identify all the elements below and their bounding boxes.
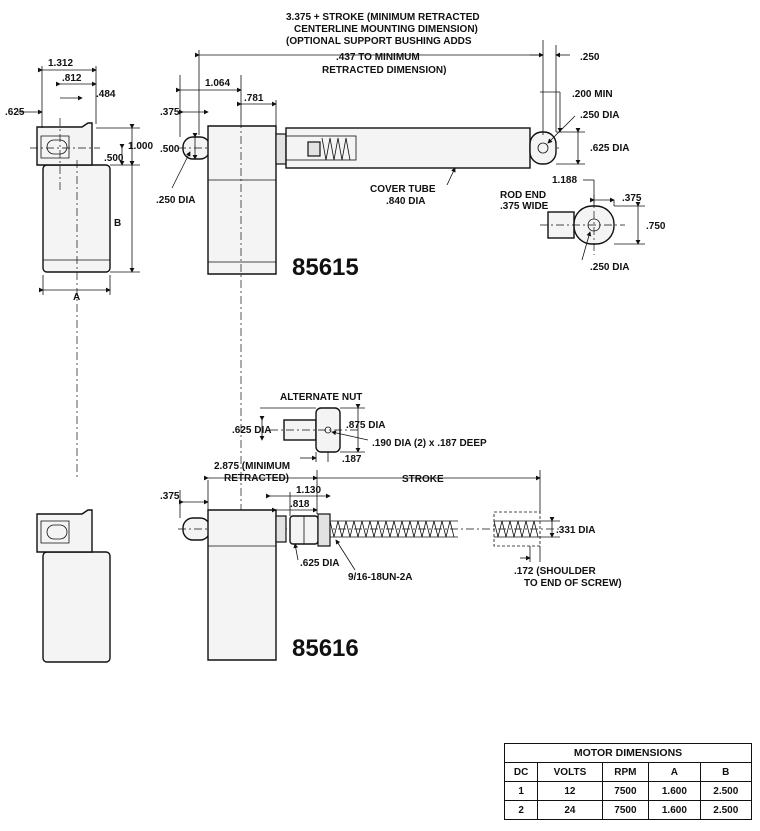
dim-2875b: RETRACTED): [224, 473, 289, 484]
dim-500: .500: [104, 153, 124, 164]
dim-a: A: [73, 292, 80, 303]
nut-187: .187: [342, 454, 362, 465]
dim-1130: 1.130: [296, 485, 321, 496]
cell: 1.600: [648, 800, 701, 820]
col-rpm: RPM: [601, 762, 650, 782]
cell: 7500: [601, 781, 650, 801]
dim-250dia: .250 DIA: [156, 195, 195, 206]
dim-375: .375: [160, 491, 180, 502]
cell: 1: [503, 781, 539, 801]
dim-250dia3: .250 DIA: [590, 262, 629, 273]
dim-375: .375: [160, 107, 180, 118]
table-row: 1 12 7500 1.600 2.500: [503, 781, 753, 801]
dim-625dia: .625 DIA: [300, 558, 339, 569]
dim-331: .331 DIA: [556, 525, 595, 536]
note-line-4: .437 TO MINIMUM: [336, 52, 420, 63]
alt-nut-label: ALTERNATE NUT: [280, 392, 362, 403]
dim-812: .812: [62, 73, 82, 84]
dim-500b: .500: [160, 144, 180, 155]
cell: 1.600: [648, 781, 701, 801]
cell: 7500: [601, 800, 650, 820]
dim-818: .818: [290, 499, 310, 510]
dim-484: .484: [96, 89, 116, 100]
dim-250: .250: [580, 52, 600, 63]
cover-tube: COVER TUBE: [370, 184, 436, 195]
top-end-view: 1.312 .812 .484 .625 1.000 .500 B A: [5, 58, 153, 480]
motor-dimensions-table: MOTOR DIMENSIONS DC VOLTS RPM A B 1 12 7…: [503, 743, 753, 820]
col-a: A: [648, 762, 701, 782]
model-85616: 85616: [292, 635, 359, 662]
cell: 12: [537, 781, 603, 801]
dim-2875a: 2.875 (MINIMUM: [214, 461, 290, 472]
dim-1064: 1.064: [205, 78, 230, 89]
table-row: 2 24 7500 1.600 2.500: [503, 800, 753, 820]
rod-end-detail: 1.188 ROD END .375 WIDE .375 .750 .250 D…: [500, 175, 666, 273]
dim-781: .781: [244, 93, 264, 104]
dim-375b: .375: [622, 193, 642, 204]
col-dc: DC: [503, 762, 539, 782]
alternate-nut: ALTERNATE NUT .625 DIA .875 DIA .190 DIA…: [232, 392, 487, 465]
dim-1000: 1.000: [128, 141, 153, 152]
dim-172b: TO END OF SCREW): [524, 578, 622, 589]
cell: 24: [537, 800, 603, 820]
dim-625: .625: [5, 107, 25, 118]
nut-190: .190 DIA (2) x .187 DEEP: [372, 438, 487, 449]
col-volts: VOLTS: [537, 762, 603, 782]
table-title: MOTOR DIMENSIONS: [504, 743, 752, 763]
rod-end: ROD END: [500, 190, 546, 201]
note-line-5: RETRACTED DIMENSION): [322, 65, 446, 76]
thread-label: 9/16-18UN-2A: [348, 572, 412, 583]
dim-625dia: .625 DIA: [590, 143, 629, 154]
dim-1312: 1.312: [48, 58, 73, 69]
model-85615: 85615: [292, 254, 359, 281]
dim-stroke: STROKE: [402, 474, 444, 485]
dim-1188: 1.188: [552, 175, 577, 186]
nut-625dia: .625 DIA: [232, 425, 271, 436]
bottom-end-view: [36, 509, 111, 663]
note-line-1: 3.375 + STROKE (MINIMUM RETRACTED: [286, 12, 480, 23]
rod-wide: .375 WIDE: [500, 201, 549, 212]
nut-875dia: .875 DIA: [346, 420, 385, 431]
cell: 2.500: [699, 800, 753, 820]
dim-b: B: [114, 218, 121, 229]
col-b: B: [699, 762, 753, 782]
dim-200min: .200 MIN: [572, 89, 613, 100]
cover-dia: .840 DIA: [386, 196, 425, 207]
cell: 2.500: [699, 781, 753, 801]
dim-172a: .172 (SHOULDER: [514, 566, 596, 577]
note-line-2: CENTERLINE MOUNTING DIMENSION): [294, 24, 478, 35]
top-side-view: 3.375 + STROKE (MINIMUM RETRACTED CENTER…: [156, 12, 629, 560]
bottom-side-view: 2.875 (MINIMUM RETRACTED) STROKE .375 1.…: [160, 461, 622, 662]
dim-750: .750: [646, 221, 666, 232]
note-line-3: (OPTIONAL SUPPORT BUSHING ADDS: [286, 36, 472, 47]
dim-250dia2: .250 DIA: [580, 110, 619, 121]
cell: 2: [503, 800, 539, 820]
